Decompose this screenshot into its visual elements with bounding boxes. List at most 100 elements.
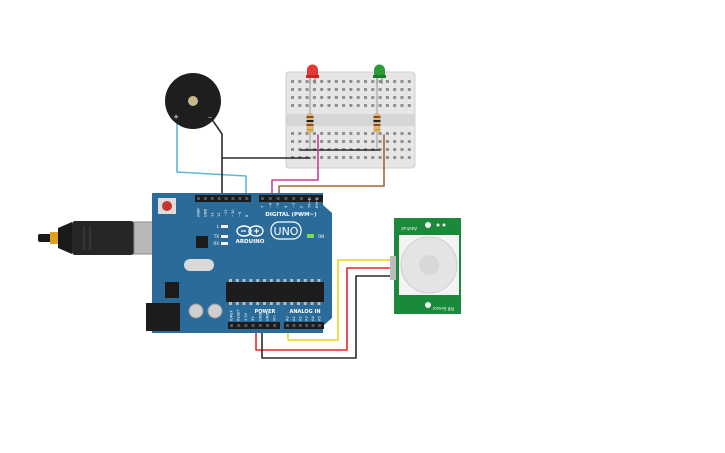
breadboard-hole[interactable] bbox=[298, 104, 302, 107]
header-pin[interactable] bbox=[307, 197, 311, 200]
breadboard-hole[interactable] bbox=[342, 156, 346, 159]
breadboard-hole[interactable] bbox=[327, 140, 331, 143]
breadboard-hole[interactable] bbox=[342, 140, 346, 143]
header-pin[interactable] bbox=[292, 197, 296, 200]
breadboard-hole[interactable] bbox=[364, 88, 367, 91]
breadboard-hole[interactable] bbox=[342, 88, 346, 91]
breadboard-hole[interactable] bbox=[320, 104, 324, 107]
wire-pir-5v[interactable] bbox=[255, 267, 395, 351]
breadboard-hole[interactable] bbox=[291, 88, 294, 91]
breadboard-hole[interactable] bbox=[364, 104, 367, 107]
breadboard-hole[interactable] bbox=[400, 132, 404, 135]
header-pin[interactable] bbox=[318, 324, 321, 327]
breadboard-hole[interactable] bbox=[400, 96, 404, 99]
breadboard-hole[interactable] bbox=[407, 156, 411, 159]
digital-header-left[interactable] bbox=[195, 195, 251, 202]
breadboard-hole[interactable] bbox=[305, 132, 309, 135]
breadboard-hole[interactable] bbox=[407, 140, 411, 143]
breadboard-hole[interactable] bbox=[320, 96, 324, 99]
breadboard-hole[interactable] bbox=[393, 88, 397, 91]
breadboard-hole[interactable] bbox=[305, 140, 309, 143]
breadboard-hole[interactable] bbox=[393, 80, 397, 83]
header-pin[interactable] bbox=[298, 324, 302, 327]
breadboard-hole[interactable] bbox=[349, 140, 353, 143]
header-pin[interactable] bbox=[230, 324, 233, 327]
breadboard-hole[interactable] bbox=[371, 104, 375, 107]
breadboard-hole[interactable] bbox=[334, 80, 338, 83]
wire-pir-gnd[interactable] bbox=[261, 275, 395, 359]
breadboard-hole[interactable] bbox=[407, 132, 411, 135]
header-pin[interactable] bbox=[261, 197, 264, 200]
header-pin[interactable] bbox=[276, 197, 280, 200]
breadboard-hole[interactable] bbox=[298, 88, 302, 91]
breadboard-hole[interactable] bbox=[371, 88, 375, 91]
breadboard-hole[interactable] bbox=[291, 104, 294, 107]
breadboard-hole[interactable] bbox=[327, 88, 331, 91]
breadboard-hole[interactable] bbox=[385, 80, 389, 83]
breadboard-hole[interactable] bbox=[342, 96, 346, 99]
breadboard-hole[interactable] bbox=[291, 148, 294, 151]
breadboard-hole[interactable] bbox=[320, 140, 324, 143]
breadboard-hole[interactable] bbox=[407, 88, 411, 91]
resistor-red-led[interactable] bbox=[306, 84, 314, 150]
breadboard-hole[interactable] bbox=[327, 132, 331, 135]
breadboard-hole[interactable] bbox=[312, 132, 316, 135]
header-pin[interactable] bbox=[286, 324, 289, 327]
digital-header-right[interactable] bbox=[259, 195, 323, 202]
breadboard-hole[interactable] bbox=[334, 104, 338, 107]
breadboard-hole[interactable] bbox=[400, 88, 404, 91]
header-pin[interactable] bbox=[237, 324, 241, 327]
breadboard-hole[interactable] bbox=[378, 96, 382, 99]
breadboard-hole[interactable] bbox=[312, 80, 316, 83]
breadboard-hole[interactable] bbox=[349, 96, 353, 99]
header-pin[interactable] bbox=[217, 197, 221, 200]
breadboard-hole[interactable] bbox=[312, 140, 316, 143]
breadboard-hole[interactable] bbox=[371, 156, 375, 159]
breadboard-hole[interactable] bbox=[356, 104, 360, 107]
breadboard-hole[interactable] bbox=[407, 148, 411, 151]
header-pin[interactable] bbox=[266, 324, 269, 327]
header-pin[interactable] bbox=[197, 197, 200, 200]
piezo-buzzer[interactable]: + – bbox=[165, 73, 221, 129]
breadboard-hole[interactable] bbox=[291, 132, 294, 135]
breadboard-hole[interactable] bbox=[327, 156, 331, 159]
breadboard-hole[interactable] bbox=[378, 132, 382, 135]
breadboard-hole[interactable] bbox=[298, 148, 302, 151]
header-pin[interactable] bbox=[203, 197, 207, 200]
breadboard-hole[interactable] bbox=[385, 156, 389, 159]
red-led[interactable] bbox=[306, 64, 319, 85]
breadboard-hole[interactable] bbox=[334, 132, 338, 135]
breadboard-hole[interactable] bbox=[320, 132, 324, 135]
breadboard-hole[interactable] bbox=[378, 104, 382, 107]
analog-header[interactable] bbox=[284, 322, 324, 329]
header-pin[interactable] bbox=[315, 197, 319, 200]
wire-red-led[interactable] bbox=[271, 134, 319, 198]
breadboard-hole[interactable] bbox=[356, 140, 360, 143]
breadboard-hole[interactable] bbox=[298, 96, 302, 99]
breadboard-hole[interactable] bbox=[364, 80, 367, 83]
breadboard-hole[interactable] bbox=[385, 104, 389, 107]
breadboard-hole[interactable] bbox=[298, 140, 302, 143]
resistor-green-led[interactable] bbox=[373, 84, 381, 150]
breadboard-hole[interactable] bbox=[364, 96, 367, 99]
breadboard-hole[interactable] bbox=[385, 96, 389, 99]
header-pin[interactable] bbox=[311, 324, 315, 327]
breadboard-hole[interactable] bbox=[349, 132, 353, 135]
breadboard-hole[interactable] bbox=[312, 156, 316, 159]
breadboard-hole[interactable] bbox=[400, 156, 404, 159]
breadboard-hole[interactable] bbox=[407, 104, 411, 107]
header-pin[interactable] bbox=[268, 197, 272, 200]
breadboard-hole[interactable] bbox=[342, 80, 346, 83]
breadboard-hole[interactable] bbox=[393, 156, 397, 159]
breadboard-hole[interactable] bbox=[291, 140, 294, 143]
breadboard-hole[interactable] bbox=[356, 96, 360, 99]
breadboard-hole[interactable] bbox=[400, 140, 404, 143]
breadboard-hole[interactable] bbox=[349, 80, 353, 83]
breadboard-hole[interactable] bbox=[356, 80, 360, 83]
breadboard-hole[interactable] bbox=[327, 96, 331, 99]
breadboard[interactable] bbox=[285, 71, 416, 169]
breadboard-hole[interactable] bbox=[291, 80, 294, 83]
breadboard-hole[interactable] bbox=[371, 96, 375, 99]
breadboard-hole[interactable] bbox=[312, 96, 316, 99]
